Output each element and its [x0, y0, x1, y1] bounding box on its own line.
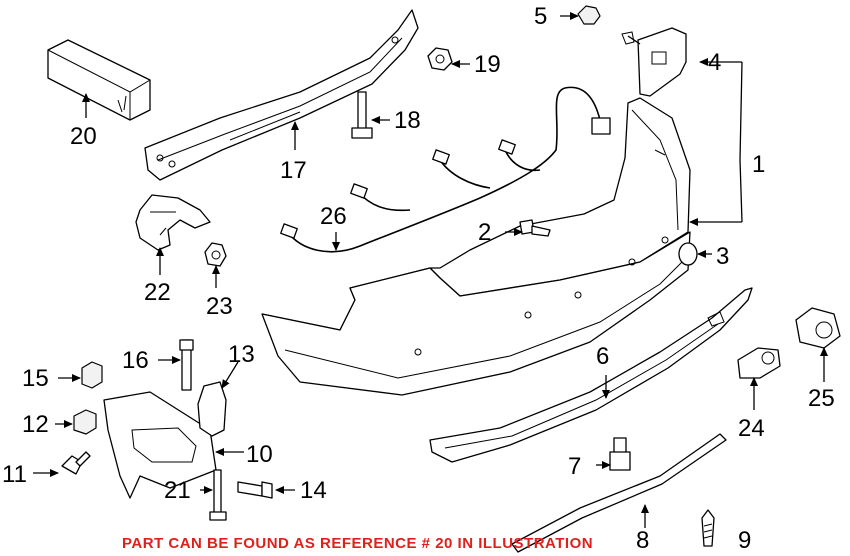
callout-10: 10 — [246, 441, 273, 468]
callout-1: 1 — [752, 151, 765, 178]
part-23-clip-nut — [204, 242, 227, 267]
part-25-park-sensor — [795, 307, 841, 349]
part-26-wiring-harness — [280, 86, 611, 253]
part-20-energy-absorber — [47, 39, 151, 121]
reference-note: PART CAN BE FOUND AS REFERENCE # 20 IN I… — [122, 535, 593, 552]
callout-6: 6 — [596, 343, 609, 370]
part-8-molding — [511, 433, 727, 553]
part-10-side-bracket — [103, 391, 217, 499]
callout-12: 12 — [22, 411, 49, 438]
callout-3: 3 — [716, 243, 729, 270]
part-4-side-bracket — [621, 27, 687, 97]
part-13-clip-bracket — [197, 381, 227, 437]
callout-11: 11 — [2, 461, 27, 488]
part-11-bolt — [61, 451, 91, 475]
part-22-bracket — [135, 194, 211, 251]
part-12-grommet — [73, 409, 97, 435]
callout-numbers: 1 2 3 4 5 6 7 8 9 10 11 12 13 14 15 16 1… — [2, 3, 835, 554]
part-17-reinforcement-bar — [144, 9, 419, 181]
part-18-bolt — [351, 91, 373, 139]
callout-7: 7 — [568, 453, 581, 480]
callout-16: 16 — [122, 347, 149, 374]
part-5-clip — [577, 5, 601, 25]
callout-15: 15 — [22, 365, 49, 392]
part-9-screw — [701, 509, 715, 547]
callout-17: 17 — [280, 157, 307, 184]
part-6-lower-valance — [429, 287, 753, 463]
part-3-cap — [678, 242, 698, 266]
part-14-bolt — [237, 481, 273, 499]
part-1-bumper-cover — [261, 97, 691, 396]
callout-21: 21 — [164, 477, 191, 504]
callout-14: 14 — [300, 477, 327, 504]
callout-18: 18 — [394, 107, 421, 134]
callout-8: 8 — [636, 527, 649, 554]
callout-20: 20 — [70, 123, 97, 150]
leader-lines — [33, 12, 828, 528]
callout-13: 13 — [228, 341, 255, 368]
part-19-nut — [427, 47, 453, 71]
callout-26: 26 — [320, 203, 347, 230]
part-21-long-bolt — [209, 469, 227, 521]
callout-25: 25 — [808, 385, 835, 412]
callout-23: 23 — [206, 293, 233, 320]
callout-4: 4 — [708, 49, 721, 76]
part-24-sensor-bracket — [737, 347, 781, 379]
callout-19: 19 — [474, 51, 501, 78]
part-7-bolt — [609, 437, 631, 471]
callout-24: 24 — [738, 415, 765, 442]
callout-2: 2 — [478, 219, 491, 246]
part-16-pin — [179, 339, 194, 391]
part-15-grommet — [81, 361, 103, 389]
part-2-screw — [519, 219, 551, 237]
callout-5: 5 — [534, 3, 547, 30]
callout-22: 22 — [144, 279, 171, 306]
callout-9: 9 — [738, 527, 751, 554]
